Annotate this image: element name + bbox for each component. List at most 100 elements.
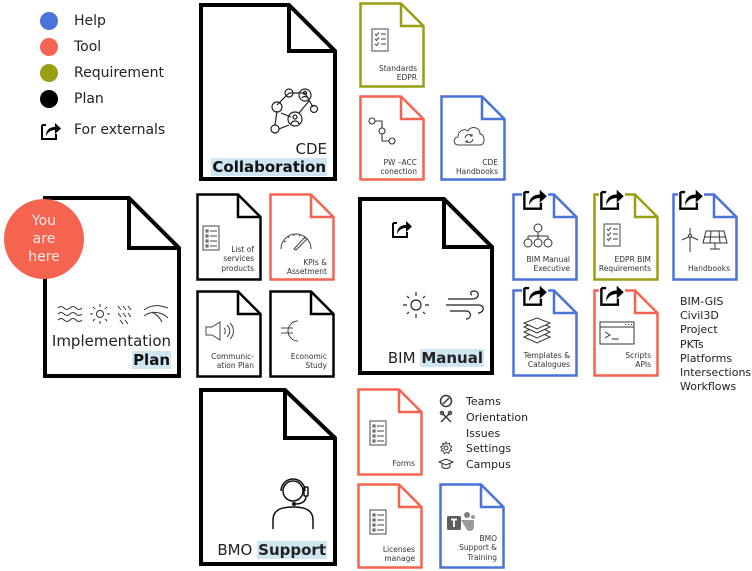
teams-icon — [438, 394, 454, 408]
support-item-issues[interactable]: Issues — [438, 426, 500, 440]
support-item-label: Settings — [466, 441, 512, 455]
list-item: Platforms — [680, 351, 733, 365]
document-frame — [358, 197, 494, 375]
doc-title-highlight: Collaboration — [211, 158, 327, 176]
support-item-settings[interactable]: Settings — [438, 441, 511, 455]
share-external-icon — [678, 185, 704, 211]
microsoft-teams-icon — [447, 512, 475, 531]
document-frame — [440, 95, 506, 181]
weather-icons — [57, 304, 169, 325]
doc-label: Forms — [392, 459, 415, 468]
legend-label: For externals — [74, 122, 166, 138]
doc-handbooks[interactable]: Handbooks — [672, 185, 738, 281]
doc-label: Communic-ation Plan — [211, 352, 254, 371]
document-frame — [269, 290, 335, 378]
requirement-color-dot — [40, 64, 58, 82]
doc-title-highlight: Support — [257, 541, 327, 559]
legend-item-tool: Tool — [40, 36, 101, 58]
document-frame — [357, 483, 423, 569]
document-frame — [196, 193, 262, 281]
doc-title: BIM Manual — [388, 349, 484, 367]
legend-item-plan: Plan — [40, 88, 104, 110]
support-item-label: Campus — [466, 457, 511, 471]
doc-kpis-assetment[interactable]: KPIs &Assetment — [269, 193, 335, 281]
share-external-icon — [599, 185, 625, 211]
share-external-icon — [599, 281, 625, 307]
doc-title-highlight: Plan — [132, 351, 171, 369]
gear-icon — [438, 441, 454, 455]
doc-communication-plan[interactable]: Communic-ation Plan — [196, 290, 262, 378]
support-agent-icon — [272, 478, 314, 529]
doc-label: Handbooks — [688, 264, 730, 273]
doc-templates-catalogues[interactable]: Templates &Catalogues — [512, 281, 578, 377]
doc-bmo-support[interactable]: BMO Support — [199, 388, 337, 566]
doc-title-line1: BIM — [387, 349, 416, 367]
share-external-icon — [522, 185, 548, 211]
graduation-cap-icon — [438, 457, 454, 471]
list-item: PKTs — [680, 337, 704, 351]
sun-wind-icon — [403, 290, 484, 320]
list-icon — [369, 420, 387, 446]
list-item: BIM-GIS — [680, 295, 724, 308]
support-item-orientation[interactable]: Orientation — [438, 410, 528, 424]
support-item-label: Issues — [466, 426, 501, 440]
doc-title-highlight: Manual — [420, 349, 484, 367]
document-frame — [359, 2, 425, 88]
doc-title-line1: CDE — [295, 140, 327, 158]
list-icon — [202, 225, 220, 251]
stacked-layers-icon — [522, 317, 552, 344]
cloud-sync-icon — [453, 127, 485, 146]
terminal-icon — [599, 321, 635, 345]
network-people-icon — [270, 88, 319, 134]
share-external-icon — [40, 119, 62, 141]
doc-forms[interactable]: Forms — [357, 388, 423, 476]
help-color-dot — [40, 12, 58, 30]
plan-color-dot — [40, 90, 58, 108]
share-external-icon — [522, 281, 548, 307]
list-item: Workflows — [680, 380, 737, 394]
speaker-icon — [205, 321, 234, 341]
wind-turbine-icon — [681, 228, 699, 252]
list-icon — [369, 509, 387, 535]
support-item-teams[interactable]: Teams — [438, 394, 501, 408]
doc-title: BMO Support — [217, 541, 327, 559]
document-frame — [357, 388, 423, 476]
support-item-campus[interactable]: Campus — [438, 457, 511, 471]
euro-icon — [281, 320, 299, 342]
checklist-icon — [371, 28, 389, 52]
org-chart-icon — [523, 223, 553, 248]
legend-label: Tool — [74, 39, 102, 55]
doc-bim-manual[interactable]: BIM Manual — [358, 197, 494, 375]
doc-label: Templates &Catalogues — [523, 351, 570, 370]
doc-label: KPIs &Assetment — [286, 258, 327, 277]
doc-cde-collaboration[interactable]: CDE Collaboration — [199, 3, 337, 181]
list-item: Civil3D Project — [680, 309, 719, 337]
workflow-icon — [368, 117, 396, 145]
legend-item-help: Help — [40, 10, 106, 32]
handbooks-topic-list: BIM-GIS Civil3D Project PKTs Platforms I… — [680, 295, 752, 394]
list-item: Intersections — [680, 366, 752, 380]
share-external-icon — [392, 221, 412, 238]
document-frame — [199, 3, 337, 181]
legend-label: Help — [74, 13, 106, 29]
gauge-icon — [280, 233, 312, 251]
